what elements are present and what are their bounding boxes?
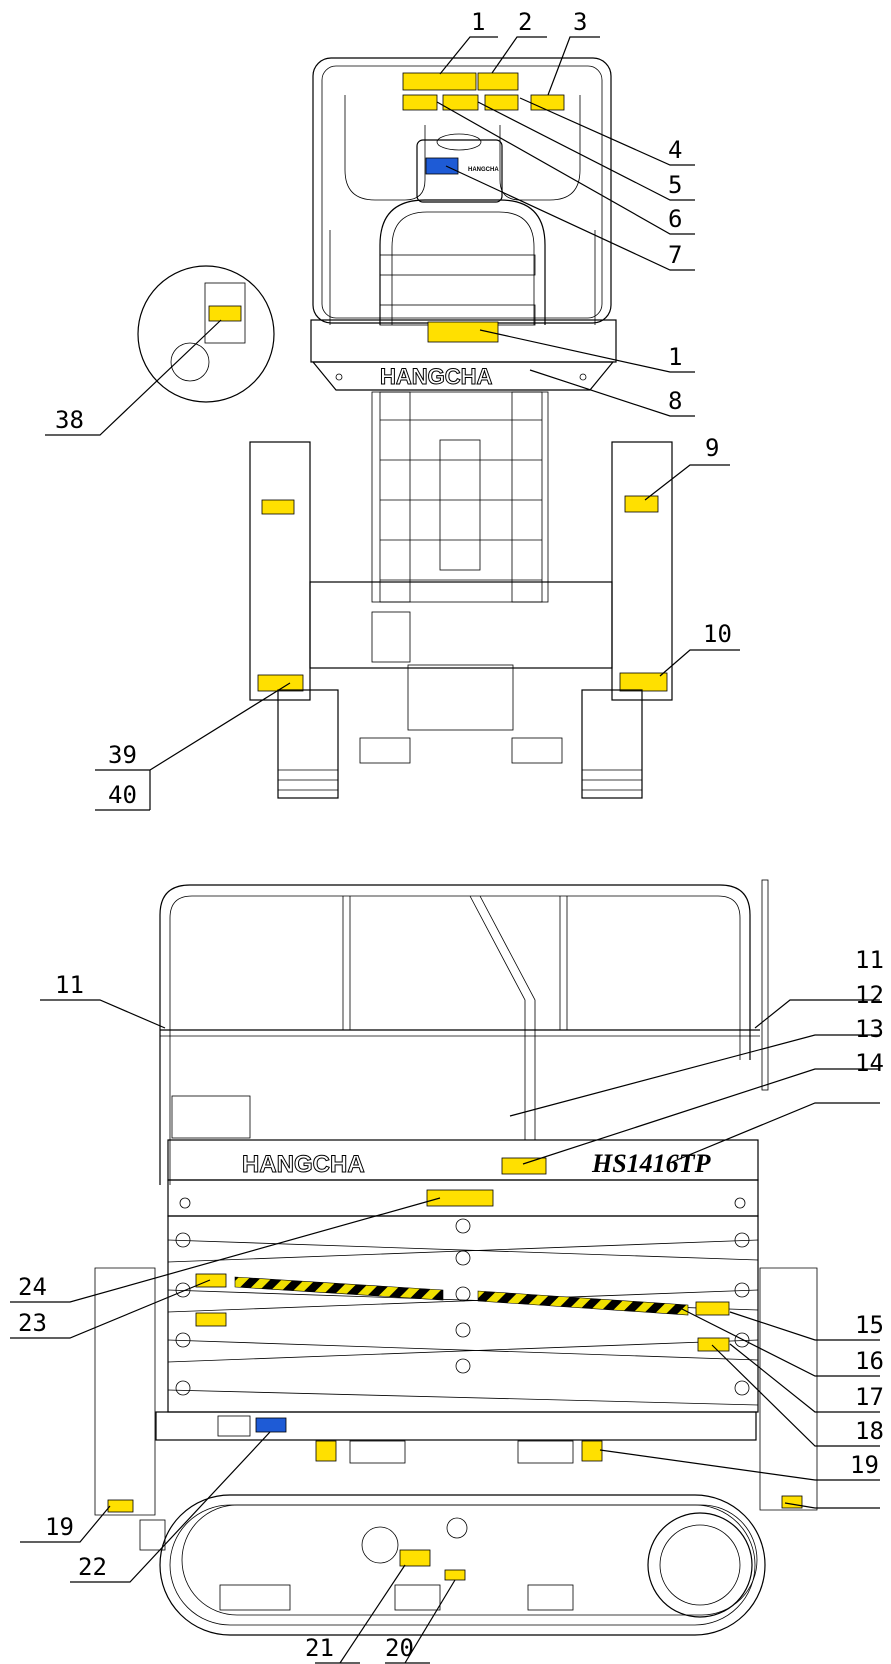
- warning-label-2: [477, 72, 519, 91]
- callout-16: 16: [855, 1347, 884, 1375]
- callout-19-left: 19: [45, 1513, 74, 1541]
- warning-label-10: [619, 672, 668, 692]
- callout-13: 13: [855, 1015, 884, 1043]
- callout-numbers: 1 2 3 4 5 6 7 1 8 38 9 10 39 40 11 11 12…: [18, 8, 884, 1662]
- warning-label-38: [208, 305, 242, 322]
- callout-20: 20: [385, 1634, 414, 1662]
- callout-11-left: 11: [55, 971, 84, 999]
- warning-label-15: [695, 1301, 730, 1316]
- logo-small-text: HANGCHA: [468, 167, 499, 173]
- warning-label-3: [530, 94, 565, 111]
- callout-39: 39: [108, 741, 137, 769]
- warning-label-1: [402, 72, 477, 91]
- callout-9: 9: [705, 434, 719, 462]
- callout-23: 23: [18, 1309, 47, 1337]
- warning-label-18: [697, 1337, 730, 1352]
- callout-8: 8: [668, 387, 682, 415]
- info-label-22: [255, 1417, 287, 1433]
- hazard-stripe-right: [477, 1290, 689, 1316]
- callout-19-right: 19: [850, 1451, 879, 1479]
- warning-label-23: [195, 1273, 227, 1288]
- callout-22: 22: [78, 1553, 107, 1581]
- callout-12: 12: [855, 981, 884, 1009]
- callout-14: 14: [855, 1049, 884, 1077]
- warning-label-left-base: [315, 1440, 337, 1462]
- callout-11-right: 11: [855, 946, 884, 974]
- warning-label-19-right: [581, 1440, 603, 1462]
- warning-label-19b: [781, 1495, 803, 1509]
- warning-label-4: [484, 94, 519, 111]
- detail-circle: [137, 265, 275, 403]
- callout-24: 24: [18, 1273, 47, 1301]
- callout-7: 7: [668, 241, 682, 269]
- data-plate: [371, 611, 411, 663]
- callout-1: 1: [471, 8, 485, 36]
- callout-18: 18: [855, 1417, 884, 1445]
- warning-label-1b: [427, 321, 499, 343]
- warning-label-21: [399, 1549, 431, 1567]
- warning-label-9: [624, 495, 659, 513]
- warning-label-right-arm: [195, 1312, 227, 1327]
- callout-40: 40: [108, 781, 137, 809]
- callout-17: 17: [855, 1383, 884, 1411]
- hazard-stripe-left: [234, 1276, 444, 1301]
- side-brand-text: HANGCHA: [242, 1151, 365, 1178]
- callout-2: 2: [518, 8, 532, 36]
- warning-label-20: [444, 1569, 466, 1581]
- side-view-leaders: [10, 999, 880, 1664]
- crawler-track: [159, 1494, 766, 1636]
- callout-3: 3: [573, 8, 587, 36]
- callout-10: 10: [703, 620, 732, 648]
- callout-38: 38: [55, 406, 84, 434]
- warning-label-6: [402, 94, 438, 111]
- callout-6: 6: [668, 205, 682, 233]
- warning-label-24: [426, 1189, 494, 1207]
- warning-label-13: [501, 1157, 547, 1175]
- front-view: HANGCHA HANGCHA: [137, 57, 673, 799]
- callout-21: 21: [305, 1634, 334, 1662]
- front-view-leaders: [45, 36, 740, 811]
- control-box-side: [171, 1095, 251, 1139]
- callout-15: 15: [855, 1311, 884, 1339]
- side-view: HANGCHA HS1416TP: [94, 879, 818, 1636]
- warning-label-39: [257, 674, 304, 692]
- front-brand-text: HANGCHA: [380, 364, 493, 389]
- callout-5: 5: [668, 171, 682, 199]
- info-label-7: [425, 157, 459, 175]
- warning-label-19-left: [107, 1499, 134, 1513]
- warning-label-left-side: [261, 499, 295, 515]
- callout-4: 4: [668, 136, 682, 164]
- callout-1b: 1: [668, 343, 682, 371]
